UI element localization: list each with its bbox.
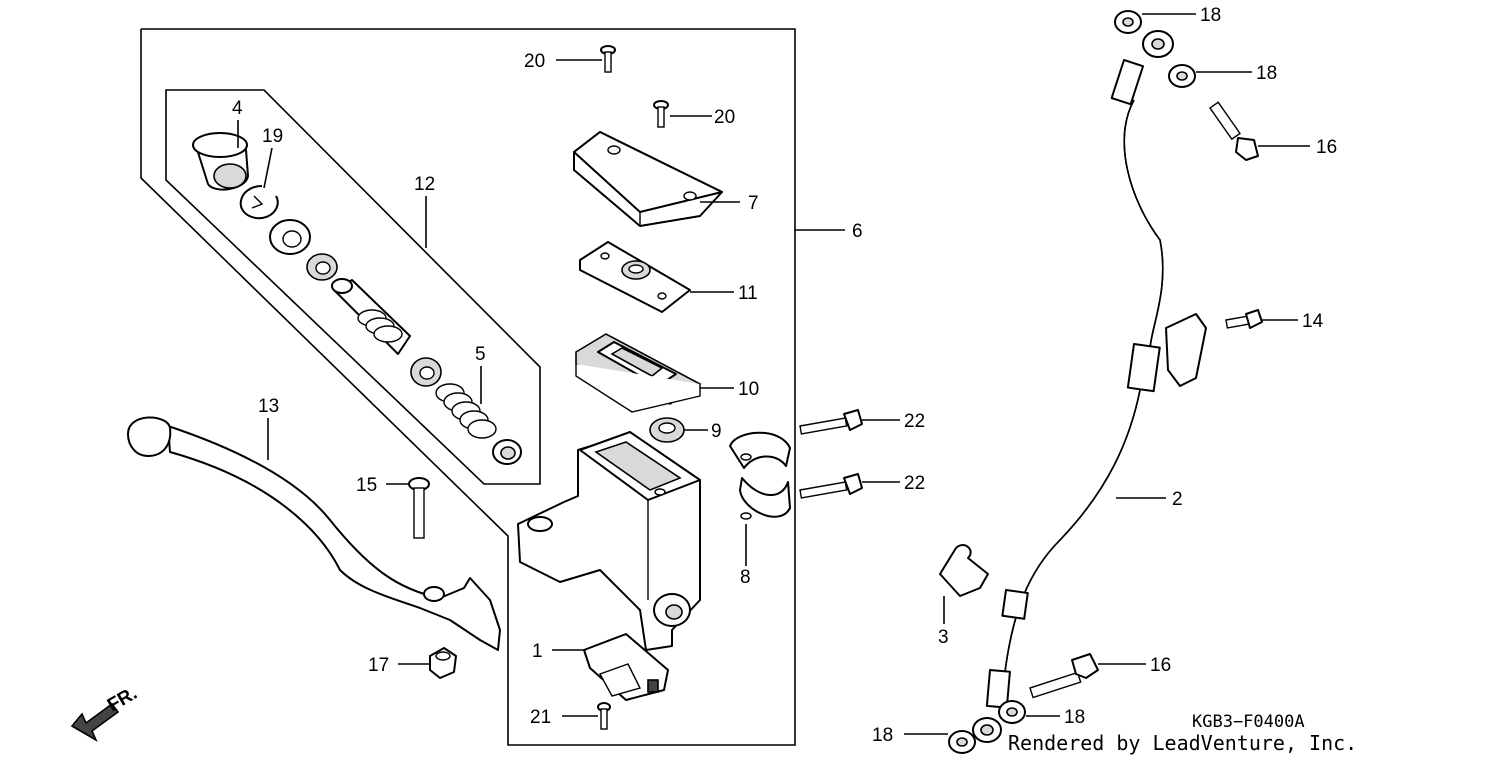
float-seal bbox=[649, 417, 685, 443]
callout-10: 10 bbox=[738, 379, 759, 400]
callout-15: 15 bbox=[356, 475, 377, 496]
hose-clip bbox=[939, 544, 989, 597]
piston-kit-parts bbox=[192, 132, 522, 465]
callout-19: 19 bbox=[262, 126, 283, 147]
sealing-washers bbox=[948, 10, 1196, 754]
holder-bolts bbox=[799, 409, 863, 499]
credit-text: Rendered by LeadVenture, Inc. bbox=[1008, 731, 1357, 755]
callout-16-lower: 16 bbox=[1150, 655, 1171, 676]
callout-18-lower-right: 18 bbox=[1064, 707, 1085, 728]
callout-9: 9 bbox=[711, 421, 722, 442]
piston-kit-frame bbox=[165, 89, 541, 485]
diagram-code: KGB3−F0400A bbox=[1192, 712, 1305, 732]
callout-1: 1 bbox=[532, 641, 543, 662]
lever-pivot-nut bbox=[429, 647, 457, 679]
hose-clamp-bolt bbox=[1225, 309, 1263, 329]
handlebar-holder bbox=[729, 431, 791, 520]
diaphragm bbox=[575, 333, 702, 413]
callout-21: 21 bbox=[530, 707, 551, 728]
callout-8: 8 bbox=[740, 567, 751, 588]
callout-18-lower-left: 18 bbox=[872, 725, 893, 746]
front-direction-arrow: FR. bbox=[70, 683, 141, 742]
callout-4: 4 bbox=[232, 98, 243, 119]
callout-14: 14 bbox=[1302, 311, 1324, 332]
callout-6: 6 bbox=[852, 221, 863, 242]
reservoir-plate bbox=[579, 241, 691, 313]
switch-screw bbox=[597, 702, 611, 730]
callout-3: 3 bbox=[938, 627, 949, 648]
callout-2: 2 bbox=[1172, 489, 1183, 510]
callout-7: 7 bbox=[748, 193, 759, 214]
brake-lever bbox=[127, 416, 501, 651]
callout-17: 17 bbox=[368, 655, 389, 676]
callout-leader-lines bbox=[237, 13, 1310, 735]
oil-bolts bbox=[1029, 101, 1259, 699]
master-cylinder-assembly-frame bbox=[140, 28, 796, 746]
callout-16-upper: 16 bbox=[1316, 137, 1337, 158]
front-brake-switch bbox=[583, 633, 669, 701]
callout-12: 12 bbox=[414, 174, 435, 195]
callout-numbers: 4 19 12 5 13 20 20 7 11 10 9 8 6 1 21 15… bbox=[232, 5, 1337, 746]
brake-hose bbox=[972, 30, 1207, 743]
callout-20: 20 bbox=[714, 107, 735, 128]
lever-pivot-bolt bbox=[408, 477, 430, 539]
callout-22-lower: 22 bbox=[904, 473, 925, 494]
reservoir-cap-screws bbox=[600, 45, 669, 128]
master-cylinder-body bbox=[517, 431, 701, 651]
callout-20-top: 20 bbox=[524, 51, 545, 72]
callout-13: 13 bbox=[258, 396, 279, 417]
callout-18-top: 18 bbox=[1200, 5, 1221, 26]
callout-5: 5 bbox=[475, 344, 486, 365]
reservoir-cap bbox=[573, 131, 723, 227]
callout-22-upper: 22 bbox=[904, 411, 925, 432]
callout-18-upper: 18 bbox=[1256, 63, 1277, 84]
callout-11: 11 bbox=[738, 283, 758, 304]
